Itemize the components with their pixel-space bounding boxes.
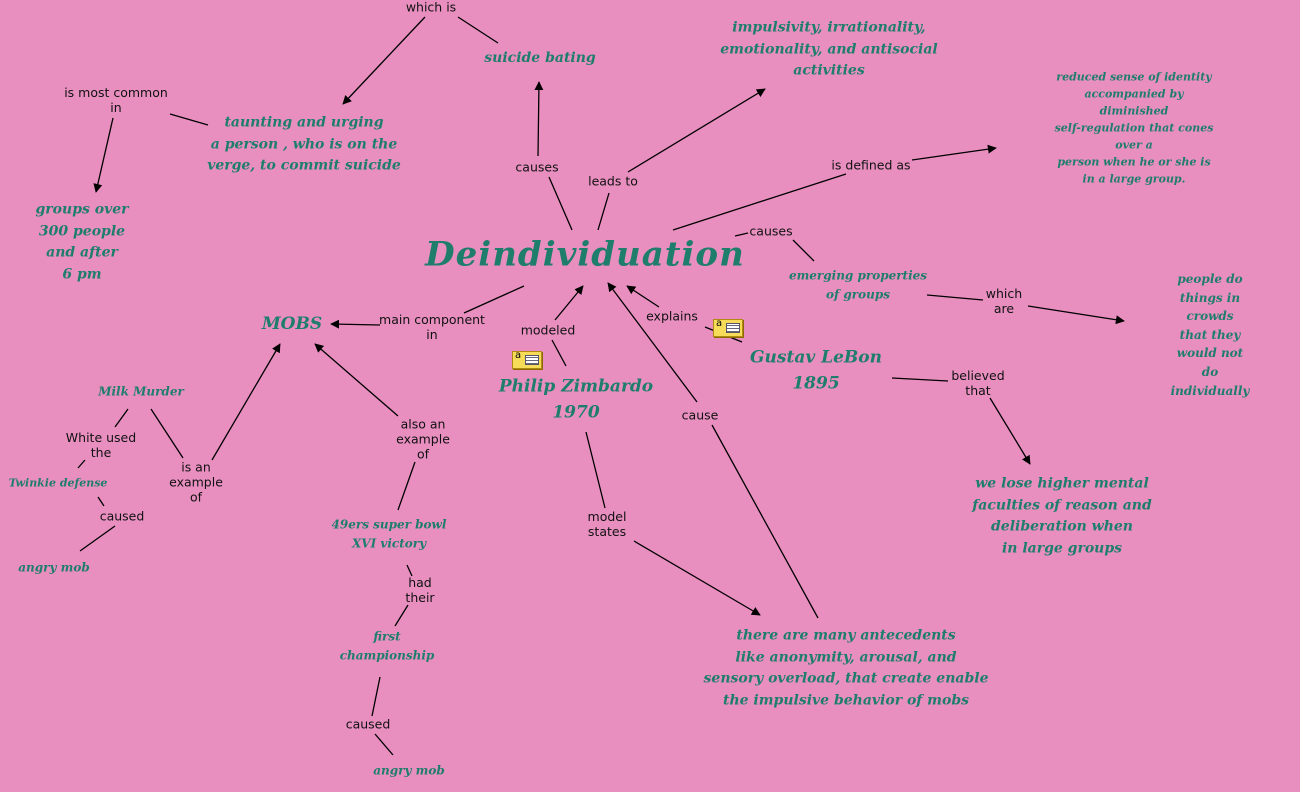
edge-zimbardo-to-modeled: [551, 339, 567, 367]
edge-explains-to-deind: [626, 285, 660, 308]
edge-causes2-to-emerging: [792, 239, 815, 262]
link-leads-to[interactable]: leads to: [588, 173, 638, 189]
edge-modeled-to-deind: [554, 285, 584, 321]
concept-suicide-bating[interactable]: suicide bating: [484, 50, 596, 67]
link-which-is[interactable]: which is: [405, 0, 457, 15]
edge-milk-to-example: [150, 408, 184, 459]
link-model-states[interactable]: model states: [587, 509, 627, 539]
edge-deind-to-leads: [597, 192, 610, 231]
concept-reduced-identity[interactable]: reduced sense of identity accompanied by…: [1054, 70, 1214, 186]
concept-first-championship[interactable]: first championship: [339, 629, 435, 662]
edge-example-to-mobs: [211, 343, 281, 461]
concept-impulsivity[interactable]: impulsivity, irrationality, emotionality…: [720, 19, 938, 79]
edge-deind-to-main: [463, 285, 525, 314]
edge-deind-to-causes2: [734, 232, 749, 237]
edge-lebon-to-believed: [891, 377, 949, 382]
note-icon[interactable]: [512, 350, 542, 369]
concept-antecedents[interactable]: there are many antecedents like anonymit…: [703, 627, 989, 709]
edge-zimbardo-to-model-states: [585, 431, 606, 509]
edge-had-to-first: [394, 604, 409, 627]
edge-deind-to-causes: [548, 176, 573, 231]
edge-niners-to-had: [406, 564, 413, 577]
link-white-used-the[interactable]: White used the: [65, 430, 137, 460]
concept-taunting[interactable]: taunting and urging a person , who is on…: [207, 114, 401, 174]
edge-main-to-mobs: [330, 319, 381, 329]
concept-zimbardo[interactable]: Philip Zimbardo 1970: [498, 376, 654, 423]
concept-higher-mental[interactable]: we lose higher mental faculties of reaso…: [972, 475, 1152, 557]
edge-white-to-twinkie: [77, 459, 86, 469]
concept-emerging-properties[interactable]: emerging properties of groups: [788, 268, 928, 301]
concept-angry-mob-2[interactable]: angry mob: [373, 763, 445, 778]
link-cause[interactable]: cause: [681, 407, 719, 423]
concept-people-do-things[interactable]: people do things in crowds that they wou…: [1170, 271, 1250, 398]
edge-niners-to-also: [397, 461, 416, 511]
link-causes-emerging[interactable]: causes: [749, 223, 793, 239]
edge-leads-to-impulsivity: [627, 88, 766, 173]
concept-milk-murder[interactable]: Milk Murder: [98, 384, 184, 399]
concept-lebon[interactable]: Gustav LeBon 1895: [750, 347, 882, 394]
link-causes-suicide[interactable]: causes: [515, 159, 559, 175]
edge-believed-to-higher: [989, 397, 1031, 465]
link-which-are[interactable]: which are: [985, 286, 1023, 316]
link-is-defined-as[interactable]: is defined as: [831, 157, 911, 173]
edge-taunting-to-most-common: [169, 113, 209, 126]
link-also-an-example-of[interactable]: also an example of: [396, 416, 450, 462]
edge-first-to-caused: [371, 676, 381, 717]
link-is-an-example-of[interactable]: is an example of: [169, 459, 223, 505]
concept-twinkie-defense[interactable]: Twinkie defense: [8, 476, 108, 490]
edge-cause-to-deind: [607, 282, 698, 403]
concept-angry-mob-1[interactable]: angry mob: [18, 560, 90, 575]
concept-groups-over[interactable]: groups over 300 people and after 6 pm: [35, 201, 129, 283]
link-modeled[interactable]: modeled: [520, 322, 576, 338]
edge-antecedents-to-cause: [711, 424, 819, 619]
edge-causes-to-suicide: [534, 81, 544, 157]
edge-emerging-to-which-are: [926, 294, 984, 301]
edge-deind-to-defined: [672, 173, 847, 231]
edge-caused-to-angry: [79, 525, 116, 552]
link-believed-that[interactable]: believed that: [951, 368, 1005, 398]
concept-49ers[interactable]: 49ers super bowl XVI victory: [331, 517, 447, 550]
edge-twinkie-to-caused: [97, 496, 105, 507]
edge-suicide-to-which-is: [457, 16, 499, 44]
link-most-common-in[interactable]: is most common in: [64, 85, 168, 115]
edge-also-to-mobs: [314, 343, 399, 417]
link-caused-1[interactable]: caused: [99, 508, 145, 524]
link-caused-2[interactable]: caused: [345, 716, 391, 732]
link-had-their[interactable]: had their: [405, 575, 435, 605]
edge-caused-to-angry2: [374, 733, 394, 756]
note-icon[interactable]: [713, 318, 743, 337]
edge-model-states-to-antecedents: [633, 540, 761, 616]
edge-milk-to-white: [114, 408, 129, 428]
link-explains[interactable]: explains: [646, 308, 698, 324]
edge-which-are-to-people: [1027, 305, 1125, 325]
concept-deindividuation[interactable]: Deindividuation: [425, 234, 745, 275]
link-main-component-in[interactable]: main component in: [379, 312, 485, 342]
edge-defined-to-identity: [911, 144, 997, 161]
edge-most-common-to-groups: [93, 117, 114, 193]
concept-mobs[interactable]: MOBS: [261, 313, 323, 334]
edge-which-is-to-taunting: [342, 16, 426, 105]
